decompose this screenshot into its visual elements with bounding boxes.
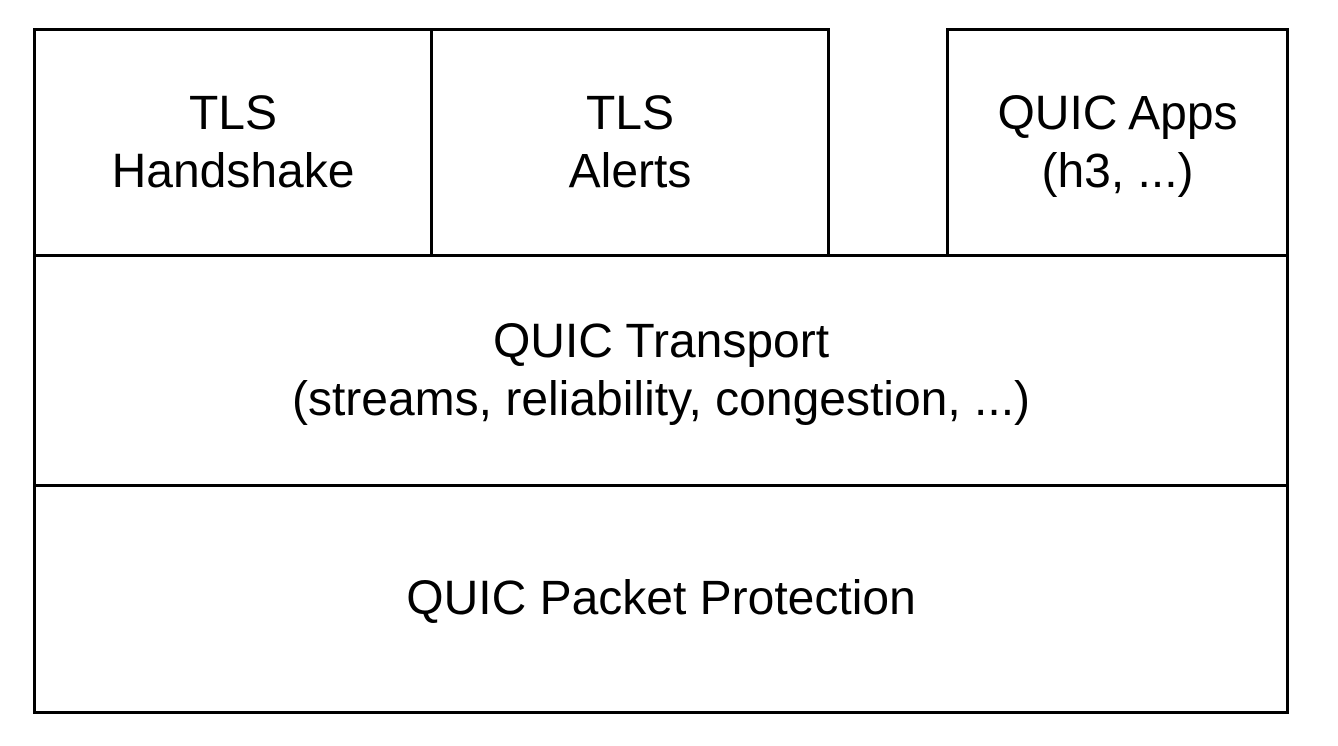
quic-apps-label-line2: (h3, ...) bbox=[1041, 144, 1194, 198]
box-quic-packet-protection: QUIC Packet Protection bbox=[33, 484, 1289, 714]
quic-apps-label-line1: QUIC Apps bbox=[997, 87, 1238, 141]
quic-transport-label-line2: (streams, reliability, congestion, ...) bbox=[291, 372, 1031, 426]
box-quic-transport: QUIC Transport (streams, reliability, co… bbox=[33, 254, 1289, 487]
tls-handshake-label-line2: Handshake bbox=[111, 144, 355, 198]
quic-transport-label-line1: QUIC Transport bbox=[492, 315, 830, 369]
tls-alerts-label-line2: Alerts bbox=[568, 144, 692, 198]
box-quic-apps: QUIC Apps (h3, ...) bbox=[946, 28, 1289, 257]
tls-handshake-label-line1: TLS bbox=[188, 87, 278, 141]
quic-packet-protection-label: QUIC Packet Protection bbox=[406, 572, 916, 626]
box-tls-alerts: TLS Alerts bbox=[430, 28, 830, 257]
quic-tls-layers-diagram: TLS Handshake TLS Alerts QUIC Apps (h3, … bbox=[33, 28, 1289, 714]
box-tls-handshake: TLS Handshake bbox=[33, 28, 433, 257]
tls-alerts-label-line1: TLS bbox=[585, 87, 675, 141]
